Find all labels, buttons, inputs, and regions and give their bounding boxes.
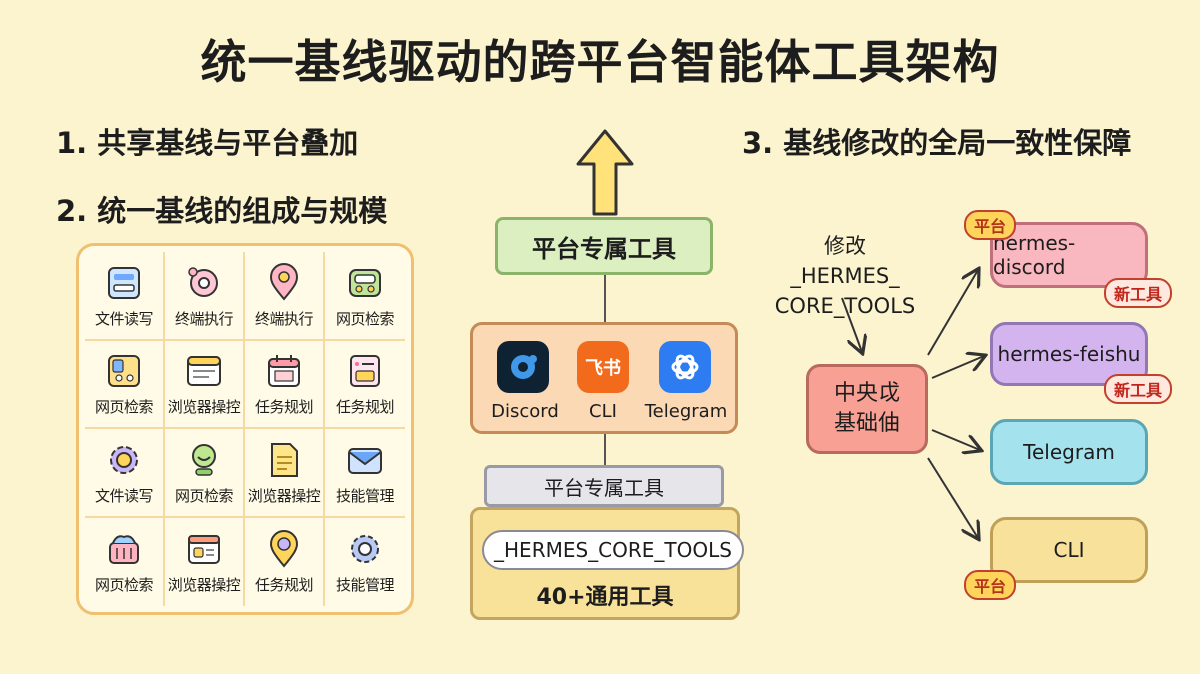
tool-label: 文件读写 xyxy=(94,486,154,505)
tool-tile: 浏览器操控 xyxy=(165,517,245,606)
heading-shared-baseline: 1. 共享基线与平台叠加 xyxy=(56,126,359,160)
tool-tile: 浏览器操控 xyxy=(165,340,245,429)
platform-overlay-box: 飞书 Discord CLI Telegram xyxy=(470,322,738,434)
target-telegram: Telegram xyxy=(990,419,1148,485)
tool-tile: 任务规划 xyxy=(245,517,325,606)
connector-line xyxy=(604,275,606,323)
tool-label: 终端执行 xyxy=(174,309,234,328)
tool-label: 网页检索 xyxy=(94,398,154,417)
target-label: hermes-feishu xyxy=(997,342,1141,366)
platform-label-cli: CLI xyxy=(589,401,617,422)
tool-tile: 网页检索 xyxy=(85,340,165,429)
layout-icon xyxy=(108,355,140,388)
heading-global-consistency: 3. 基线修改的全局一致性保障 xyxy=(742,126,1132,160)
tool-tile: 浏览器操控 xyxy=(245,429,325,518)
tool-label: 技能管理 xyxy=(335,486,395,505)
tool-tile: 网页检索 xyxy=(165,429,245,518)
tool-label: 网页检索 xyxy=(335,309,395,328)
tool-tile: 网页检索 xyxy=(325,252,405,341)
terminal-gear-icon xyxy=(188,267,218,297)
tool-tile: 终端执行 xyxy=(245,252,325,341)
tool-tile: 文件读写 xyxy=(85,429,165,518)
tool-tile: 任务规划 xyxy=(325,341,405,429)
target-cli: CLI xyxy=(990,517,1148,583)
platform-exclusive-tools-box: 平台专属工具 xyxy=(495,217,713,275)
target-label: Telegram xyxy=(1023,440,1115,464)
target-hermes-discord: hermes-discord xyxy=(990,222,1148,288)
tool-label: 终端执行 xyxy=(254,309,314,328)
up-arrow-icon xyxy=(576,129,634,216)
browser-card-icon xyxy=(188,535,220,565)
tool-tile: 终端执行 xyxy=(165,252,245,341)
tool-label: 任务规划 xyxy=(254,576,314,595)
checklist-icon xyxy=(350,355,380,388)
tool-grid: 文件读写 终端执行 终端执行 网页检索 网页检索 浏览器操控 任务规划 任务规划… xyxy=(76,243,414,615)
tool-tile: 技能管理 xyxy=(325,429,405,518)
generic-tools-label: 40+通用工具 xyxy=(536,585,674,610)
center-node-line1: 中央戉 xyxy=(833,381,900,406)
tool-tile: 技能管理 xyxy=(325,518,405,607)
heading-baseline-composition: 2. 统一基线的组成与规模 xyxy=(56,194,388,228)
calendar-icon xyxy=(268,355,300,388)
page-title: 统一基线驱动的跨平台智能体工具架构 xyxy=(200,35,1000,89)
tool-label: 文件读写 xyxy=(94,309,154,328)
tool-tile: 文件读写 xyxy=(85,252,165,341)
target-label: CLI xyxy=(1053,538,1085,562)
center-node-line2: 基础伷 xyxy=(833,411,900,436)
new-tool-tag: 新工具 xyxy=(1104,374,1173,404)
cog-icon xyxy=(351,535,379,564)
platform-tag: 平台 xyxy=(964,570,1017,600)
platform-tag: 平台 xyxy=(964,210,1017,240)
tool-label: 浏览器操控 xyxy=(167,398,241,417)
modify-label-line1: 修改_HERMES_ xyxy=(790,234,900,288)
tool-tile: 任务规划 xyxy=(245,340,325,429)
openai-icon xyxy=(659,341,711,393)
feishu-icon: 飞书 xyxy=(577,341,629,393)
core-tools-pill: _HERMES_CORE_TOOLS xyxy=(482,530,744,570)
browser-window-icon xyxy=(187,356,221,387)
pin-icon xyxy=(269,530,299,568)
notepad-icon xyxy=(271,442,298,477)
tool-label: 任务规划 xyxy=(254,398,314,417)
mail-icon xyxy=(348,447,382,474)
tool-label: 浏览器操控 xyxy=(167,576,241,595)
new-tool-tag: 新工具 xyxy=(1104,278,1173,308)
location-pin-icon xyxy=(269,262,299,301)
robot-icon xyxy=(192,443,216,476)
document-icon xyxy=(108,266,140,299)
target-label: hermes-discord xyxy=(993,231,1076,279)
discord-icon xyxy=(497,341,549,393)
tool-label: 浏览器操控 xyxy=(247,486,321,505)
tool-label: 任务规划 xyxy=(335,398,395,417)
platform-label-telegram: Telegram xyxy=(644,401,728,422)
gear-icon xyxy=(110,445,138,474)
tool-label: 网页检索 xyxy=(94,576,154,595)
modify-core-tools-label: 修改_HERMES_ CORE_TOOLS xyxy=(770,231,920,321)
platform-label-discord: Discord xyxy=(491,401,559,422)
central-baseline-node: 中央戉 基础伷 xyxy=(806,364,928,454)
basket-icon xyxy=(109,535,139,565)
search-box-icon xyxy=(349,268,381,297)
tool-label: 网页检索 xyxy=(174,486,234,505)
tool-tile: 网页检索 xyxy=(85,517,165,606)
tool-label: 技能管理 xyxy=(335,576,395,595)
target-hermes-feishu: hermes-feishu xyxy=(990,322,1148,386)
platform-tools-layer: 平台专属工具 xyxy=(484,465,724,507)
